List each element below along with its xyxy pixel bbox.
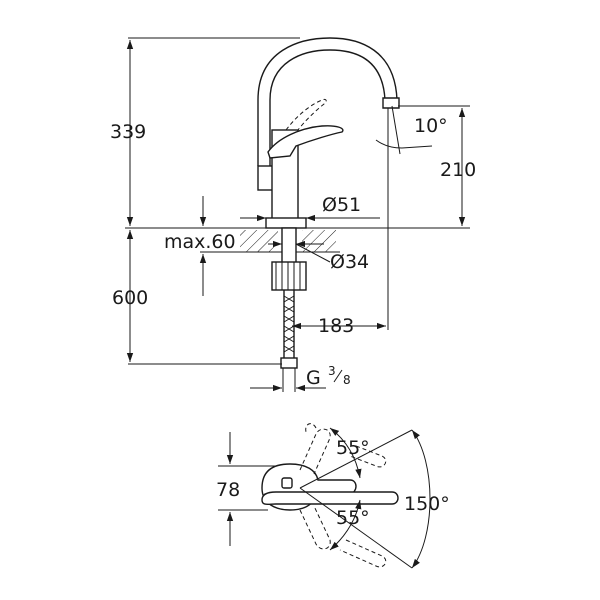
top-view: 78 55° 55° [216,423,450,569]
thread-numerator-label: 3 [328,364,336,378]
hose-length-dimension: 600 [112,230,282,365]
lever-angle-top-label: 55° [336,437,370,459]
spout-angle-label: 10° [414,115,448,137]
reach-dimension: 183 [292,108,389,337]
base-diameter-dimension: Ø51 [240,194,380,222]
base-diameter-label: Ø51 [322,194,361,216]
max-thickness-label: max.60 [164,231,236,253]
lever-handle-side [267,98,344,159]
hole-diameter-label: Ø34 [330,251,369,273]
spout-height-label: 210 [440,159,476,181]
total-height-dimension: 339 [110,37,300,226]
max-thickness-dimension: max.60 [164,196,240,296]
hose-length-label: 600 [112,287,148,309]
total-height-label: 339 [110,121,146,143]
swivel-angle-dimension: 150° [299,429,450,569]
lever-angle-bottom-label: 55° [336,507,370,529]
lever-depth-label: 78 [216,479,240,501]
thread-prefix-label: G [306,367,321,389]
thread-dimension: G 3 8 [250,364,351,392]
reach-label: 183 [318,315,354,337]
swivel-angle-label: 150° [404,493,450,515]
lever-rotated-top [299,423,387,475]
thread-denominator-label: 8 [343,373,351,387]
lever-angle-top-dimension: 55° [329,427,370,479]
spout-height-dimension: 210 [398,105,476,226]
spout-top [261,491,399,506]
lever-angle-bottom-dimension: 55° [329,499,370,551]
spout-angle-dimension: 10° [375,105,448,155]
lever-depth-dimension: 78 [216,432,290,546]
hole-diameter-dimension: Ø34 [268,240,369,273]
side-view: 339 [110,37,476,392]
